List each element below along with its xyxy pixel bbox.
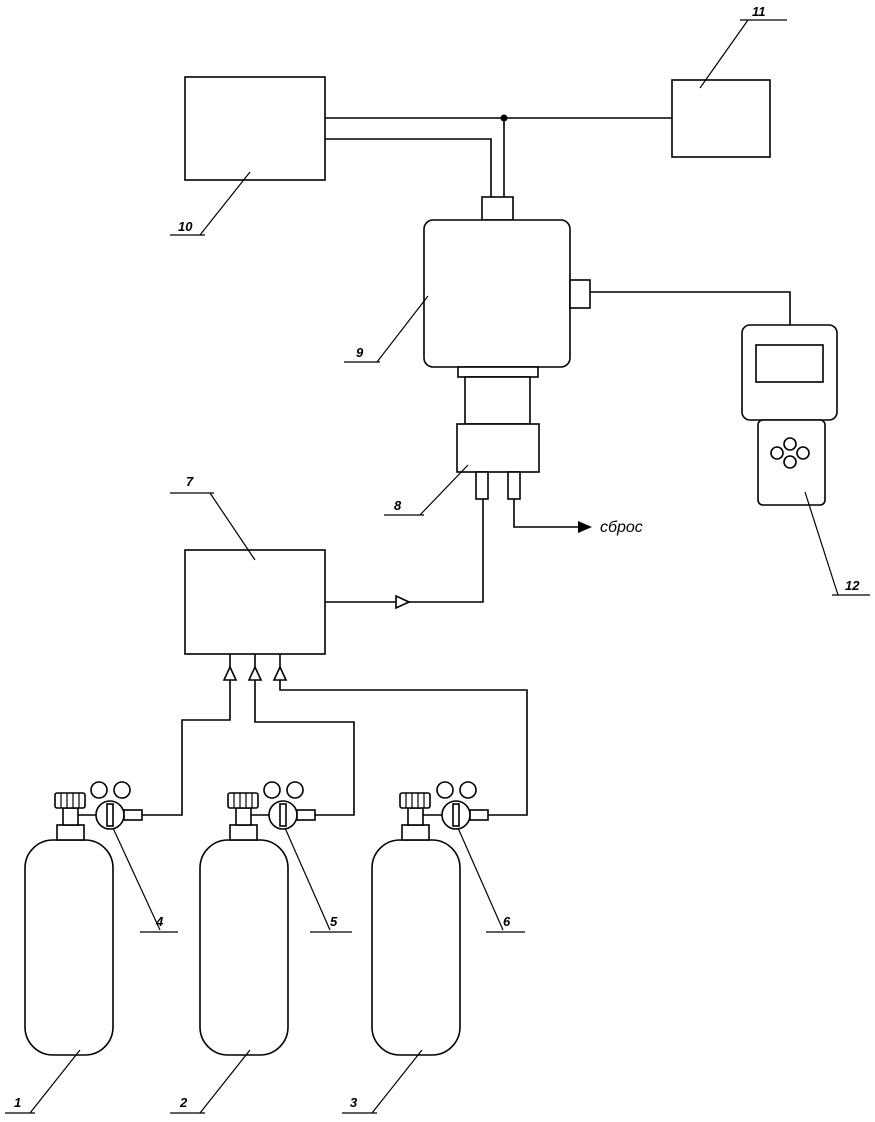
regulator-4-gauge-right	[113, 781, 131, 799]
regulator-5	[263, 781, 316, 830]
leader-7	[170, 492, 256, 561]
cylinder-3-valve-body	[407, 807, 424, 826]
cylinder-3	[371, 792, 461, 1056]
cylinder-2-neck	[229, 824, 258, 841]
label-8: 8	[394, 498, 402, 513]
cable-10-11-9	[325, 114, 672, 197]
regulator-6-outlet	[469, 809, 489, 821]
cylinder-2	[199, 792, 289, 1056]
leader-6	[457, 827, 525, 933]
cylinder-1-valve-body	[62, 807, 79, 826]
label-1: 1	[14, 1095, 21, 1110]
unit-9-top-connector	[481, 196, 514, 221]
cylinder-3-neck	[401, 824, 430, 841]
regulator-5-gauge-right	[286, 781, 304, 799]
label-7: 7	[186, 474, 194, 489]
device-12-display	[755, 344, 824, 383]
label-11: 11	[752, 4, 766, 19]
cylinder-2-valve-handwheel	[227, 792, 259, 809]
device-12-button-right	[796, 446, 810, 460]
gas-lines	[142, 680, 528, 816]
regulator-4-outlet	[123, 809, 143, 821]
exhaust-label: сброс	[600, 519, 643, 536]
leader-2	[170, 1049, 251, 1114]
leader-9	[344, 295, 429, 363]
label-4: 4	[155, 914, 164, 929]
label-9: 9	[356, 345, 364, 360]
leader-11	[699, 19, 787, 89]
cylinder-3-valve-handwheel	[399, 792, 431, 809]
leader-10	[170, 171, 251, 236]
leader-5	[284, 827, 352, 933]
label-10: 10	[178, 219, 193, 234]
cylinder-1-neck	[56, 824, 85, 841]
cable-9-12	[590, 291, 791, 325]
leader-3	[342, 1049, 423, 1114]
leader-1	[5, 1049, 81, 1114]
device-12-button-left	[770, 446, 784, 460]
regulator-6-gauge-left	[436, 781, 454, 799]
box-10	[184, 76, 326, 181]
leader-8	[384, 464, 469, 516]
label-5: 5	[330, 914, 338, 929]
regulator-4	[90, 781, 143, 830]
mixer-7	[184, 549, 326, 655]
label-12: 12	[845, 578, 860, 593]
label-2: 2	[179, 1095, 188, 1110]
unit-9-bottom-collar	[457, 366, 539, 378]
device-12-button-bottom	[783, 455, 797, 469]
leader-4	[112, 827, 178, 933]
line-7-to-8	[325, 499, 484, 610]
box-11	[671, 79, 771, 158]
regulator-5-gauge-left	[263, 781, 281, 799]
head-8	[456, 376, 540, 500]
unit-9	[423, 219, 571, 368]
head-8-outlet-tube	[507, 471, 521, 500]
device-12-button-top	[783, 437, 797, 451]
device-12	[741, 324, 838, 506]
cylinder-1	[24, 792, 114, 1056]
regulator-6	[436, 781, 489, 830]
cylinder-2-valve-body	[235, 807, 252, 826]
cylinder-1-valve-handwheel	[54, 792, 86, 809]
label-3: 3	[350, 1095, 358, 1110]
regulator-6-gauge-right	[459, 781, 477, 799]
head-8-inlet-tube	[475, 471, 489, 500]
exhaust-line	[513, 499, 592, 533]
regulator-4-gauge-left	[90, 781, 108, 799]
mixer-7-inlets	[222, 654, 288, 681]
unit-9-side-connector	[569, 279, 591, 309]
regulator-5-outlet	[296, 809, 316, 821]
label-6: 6	[503, 914, 511, 929]
leader-12	[804, 491, 870, 596]
